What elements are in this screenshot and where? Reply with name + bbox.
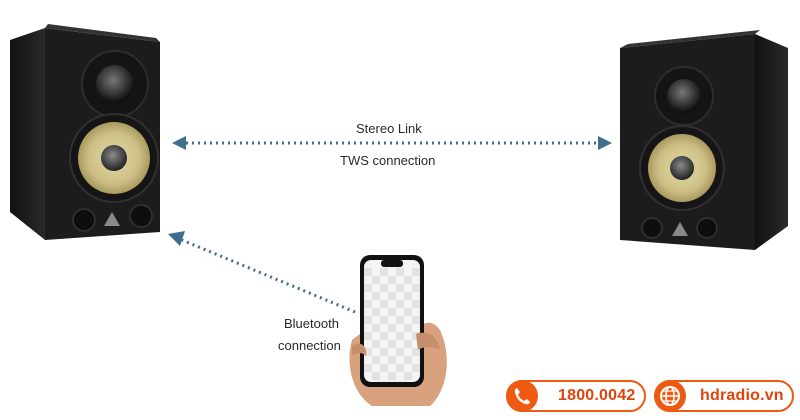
right-speaker	[620, 30, 788, 250]
left-speaker	[10, 24, 160, 240]
phone-screen-checker	[364, 268, 420, 380]
bluetooth-label-line2: connection	[278, 338, 341, 353]
bluetooth-arrow	[168, 231, 356, 314]
phone-in-hand	[349, 255, 447, 406]
website-url: hdradio.vn	[700, 387, 784, 404]
stereo-link-label: Stereo Link	[356, 121, 422, 136]
phone-number: 1800.0042	[558, 387, 636, 404]
phone-icon	[506, 380, 538, 412]
bluetooth-label-line1: Bluetooth	[284, 316, 339, 331]
stereo-link-arrow	[172, 136, 612, 150]
globe-icon	[654, 380, 686, 412]
website-badge[interactable]: hdradio.vn	[654, 380, 794, 412]
tws-connection-label: TWS connection	[340, 153, 436, 168]
phone-contact-badge[interactable]: 1800.0042	[506, 380, 646, 412]
